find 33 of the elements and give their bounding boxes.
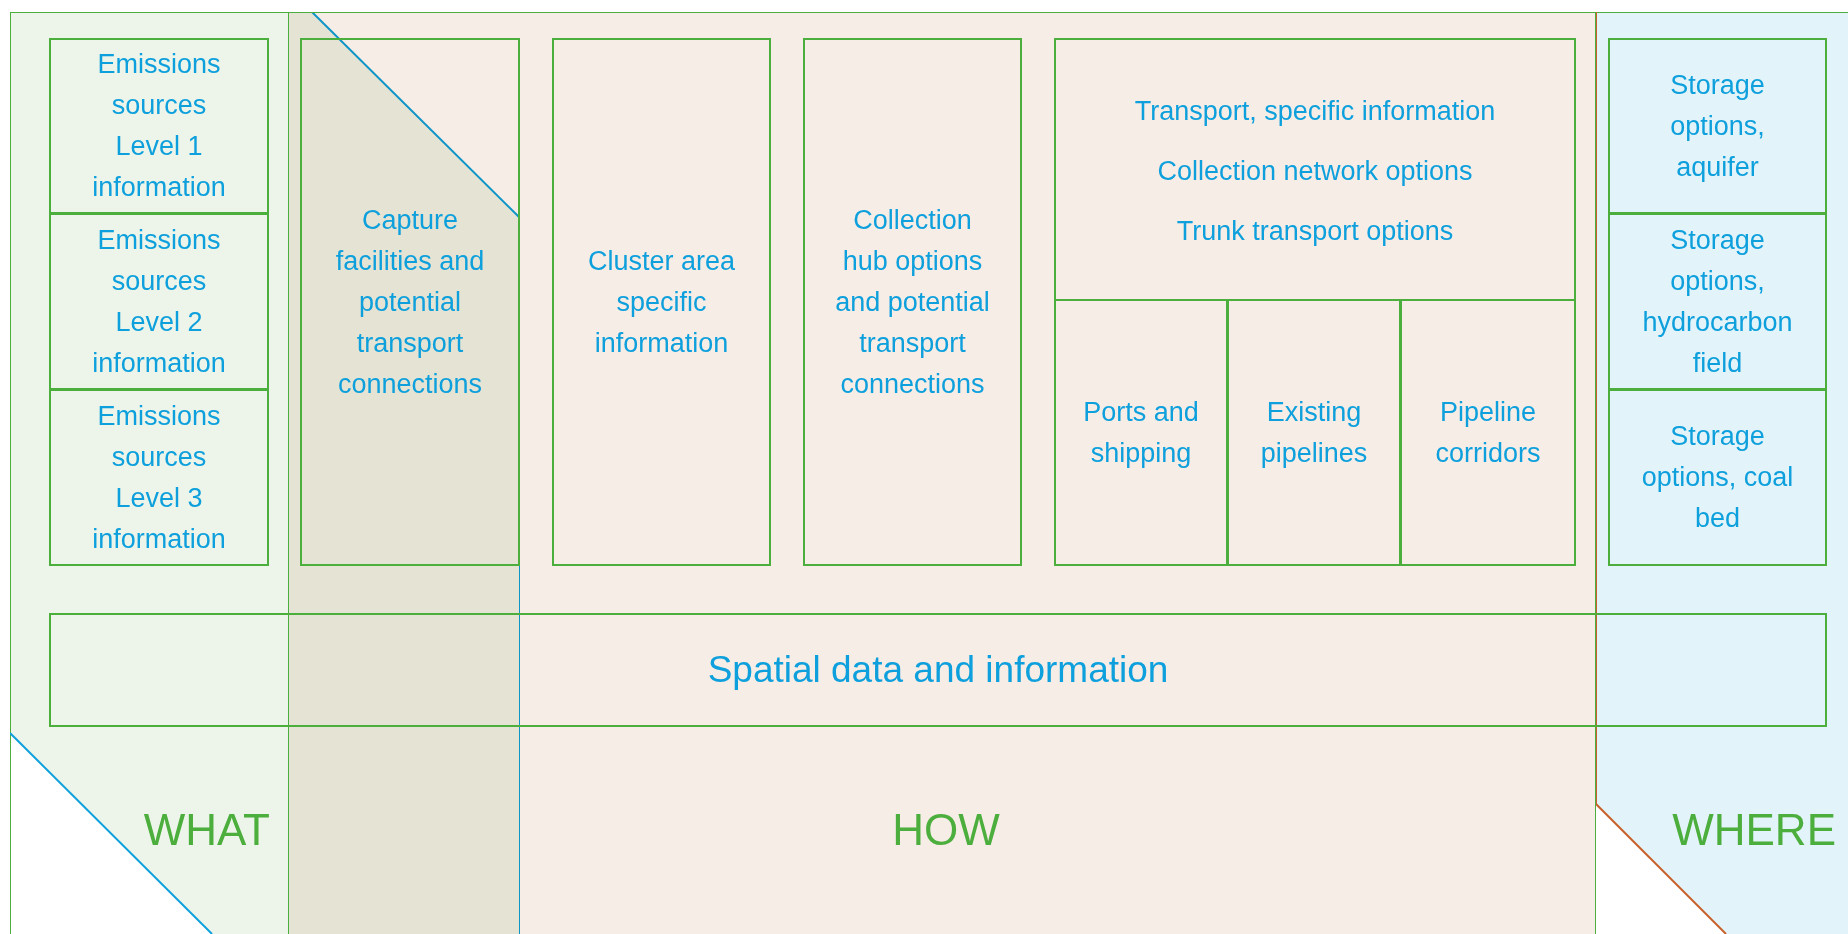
info-box: [49, 389, 269, 566]
box-label: Collection hub options and potential transport connections: [834, 203, 991, 401]
box-label: Storage options, hydrocarbon field: [1641, 223, 1794, 380]
info-box: [1608, 38, 1827, 214]
panel-label: WHERE: [1671, 808, 1836, 852]
info-box: [1227, 299, 1401, 566]
info-box: [552, 38, 771, 566]
box-label: Emissions sources Level 3 information: [91, 399, 227, 556]
box-label: Emissions sources Level 1 information: [91, 48, 227, 204]
box-label: Capture facilities and potential transport connections: [334, 203, 486, 401]
box-label: Emissions sources Level 2 information: [91, 223, 227, 380]
box-label: Existing pipelines: [1259, 395, 1369, 470]
info-box: [1608, 213, 1827, 390]
info-box: [1608, 389, 1827, 566]
box-label: Storage options, aquifer: [1669, 68, 1766, 184]
info-box: [1054, 299, 1228, 566]
info-box: [49, 38, 269, 214]
box-label: Trunk transport options: [1176, 214, 1454, 248]
spatial-data-band: [49, 613, 1827, 727]
box-label: Ports and shipping: [1082, 395, 1200, 470]
box-label: Transport, specific information: [1134, 94, 1496, 128]
panel-label: WHAT: [142, 808, 270, 852]
info-box: [1400, 299, 1576, 566]
box-label: Storage options, coal bed: [1640, 420, 1795, 535]
info-box: [803, 38, 1022, 566]
box-label: Collection network options: [1157, 154, 1473, 188]
panel-label: HOW: [891, 808, 1001, 852]
info-box: [300, 38, 520, 566]
transport-box: [1054, 38, 1576, 566]
box-label: Cluster area specific information: [586, 244, 737, 360]
info-box: [49, 213, 269, 390]
box-label: Pipeline corridors: [1434, 395, 1542, 470]
box-label: Spatial data and information: [707, 647, 1169, 692]
